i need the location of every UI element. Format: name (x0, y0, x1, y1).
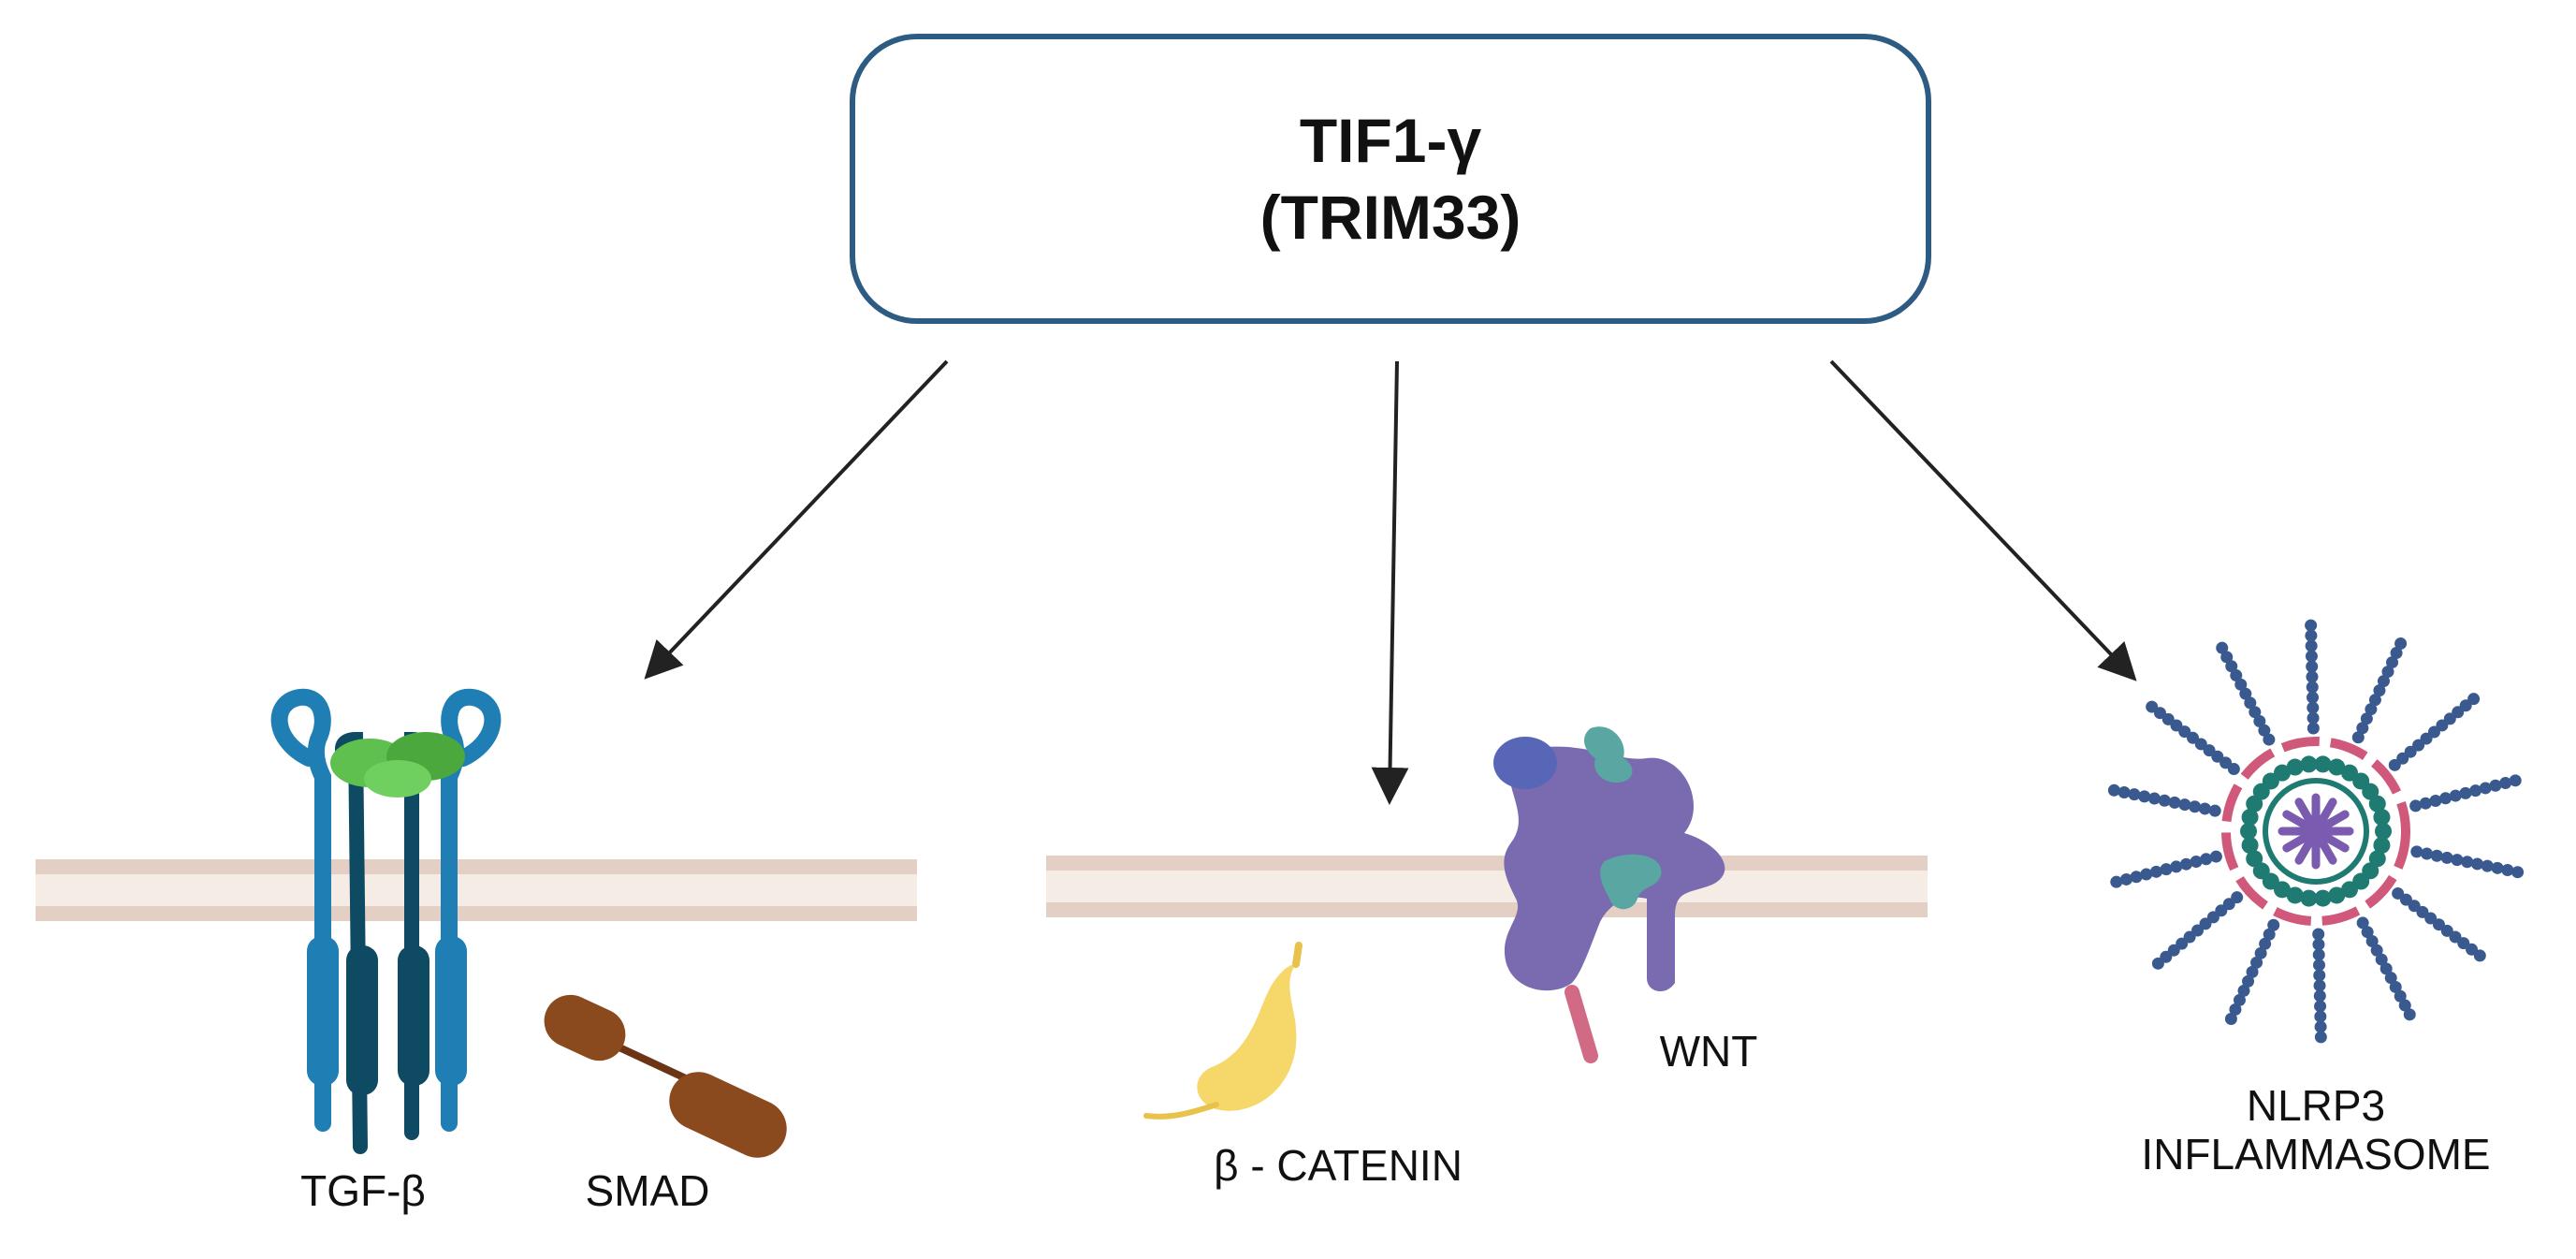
inflammasome-bead (2286, 886, 2304, 904)
inflammasome-bead (2240, 823, 2257, 840)
inflammasome-bead (2328, 886, 2346, 904)
inflammasome-bead (2373, 809, 2391, 827)
inflammasome-bead (2241, 809, 2259, 827)
inflammasome-spoke (2305, 619, 2320, 735)
inflammasome-spoke (2216, 641, 2276, 746)
inflammasome-bead (2373, 836, 2391, 854)
inflammasome-bead (2274, 764, 2291, 782)
inflammasome-spoke (2392, 886, 2486, 962)
inflammasome-spoke (2312, 928, 2327, 1044)
tgf-beta-receptor-icon (270, 688, 502, 1154)
inflammasome-bead (2368, 795, 2386, 812)
inflammasome-bead (2241, 836, 2259, 854)
inflammasome-bead (2252, 862, 2270, 880)
inflammasome-bead (2375, 823, 2392, 840)
inflammasome-bead (2368, 850, 2386, 868)
inflammasome-spoke (2151, 891, 2244, 970)
inflammasome-spoke (2110, 850, 2222, 888)
inflammasome-spoke (2107, 783, 2221, 817)
arrow-to-tgf-beta (644, 359, 949, 680)
label-inflammasome: INFLAMMASOME (2141, 1130, 2491, 1178)
label-wnt: WNT (1659, 1027, 1758, 1076)
wnt-receptor-icon (1493, 726, 1725, 1063)
label-beta-catenin: β - CATENIN (1214, 1141, 1463, 1190)
tif1-gamma-title-box: TIF1-γ (TRIM33) (850, 34, 1931, 324)
beta-catenin-icon (1143, 942, 1303, 1120)
arrow-to-beta-catenin (1371, 360, 1409, 805)
label-smad: SMAD (585, 1166, 710, 1215)
inflammasome-bead (2341, 881, 2358, 899)
inflammasome-bead (2328, 758, 2346, 776)
arrow-to-inflammasome (1829, 359, 2137, 681)
inflammasome-center-hub (2305, 820, 2327, 842)
inflammasome-bead (2314, 889, 2332, 907)
label-nlrp3: NLRP3 (2246, 1081, 2386, 1130)
inflammasome-spoke (2351, 637, 2408, 744)
title-line-2: (TRIM33) (1259, 183, 1521, 252)
inflammasome-bead (2300, 889, 2318, 907)
inflammasome-spoke (2410, 845, 2525, 879)
inflammasome-bead (2286, 758, 2304, 776)
title-line-1: TIF1-γ (1299, 106, 1482, 175)
inflammasome-spoke (2356, 916, 2416, 1021)
inflammasome-bead (2314, 755, 2332, 773)
inflammasome-bead (2246, 795, 2263, 812)
label-tgf-beta: TGF-β (300, 1166, 426, 1215)
inflammasome-spoke (2388, 693, 2481, 771)
membrane-left (36, 859, 917, 921)
inflammasome-bead (2300, 755, 2318, 773)
inflammasome-spoke (2146, 700, 2240, 776)
inflammasome-spoke (2409, 774, 2522, 812)
inflammasome-bead (2246, 850, 2263, 868)
membrane-right (1046, 856, 1928, 917)
smad-icon (544, 994, 787, 1158)
inflammasome-bead (2362, 783, 2380, 800)
inflammasome-spoke (2224, 918, 2280, 1025)
nlrp3-inflammasome-icon (2107, 619, 2525, 1044)
